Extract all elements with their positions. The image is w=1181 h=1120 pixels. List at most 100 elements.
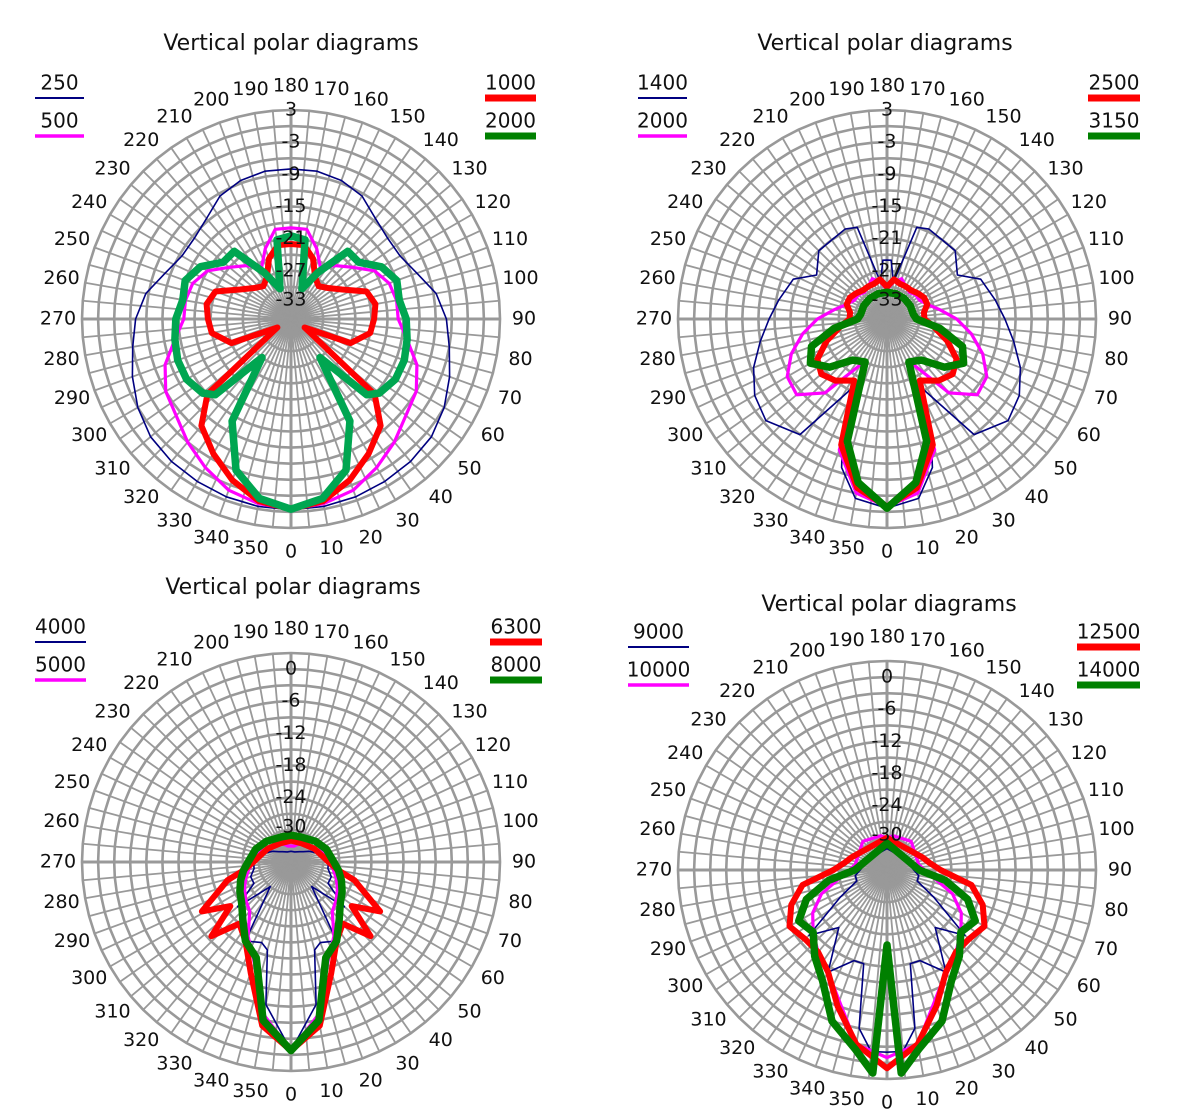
angle-tick-label: 40 (1025, 486, 1049, 508)
chart-title: Vertical polar diagrams (163, 31, 418, 56)
radial-gridline (888, 870, 1069, 976)
angle-tick-label: 70 (1094, 387, 1118, 409)
angle-tick-label: 160 (353, 632, 389, 654)
radial-gridline (684, 869, 885, 925)
angle-tick-label: 180 (273, 75, 309, 97)
angle-tick-label: 160 (353, 89, 389, 111)
angle-tick-label: 330 (156, 1052, 192, 1074)
radial-gridline (887, 871, 1008, 1042)
angle-tick-label: 0 (285, 541, 297, 563)
radial-gridline (94, 861, 290, 935)
angle-tick-label: 150 (389, 106, 425, 128)
radial-gridline (715, 870, 886, 991)
series-line-500 (163, 226, 419, 511)
series-line-14000 (795, 839, 979, 1077)
angle-tick-label: 30 (991, 1060, 1015, 1082)
radial-gridline (185, 680, 291, 861)
legend-label: 12500 (1077, 620, 1141, 644)
r-tick-label: -6 (878, 698, 897, 720)
angle-tick-label: 130 (451, 158, 487, 180)
radial-gridline (218, 665, 292, 861)
radial-gridline (291, 690, 412, 861)
angle-tick-label: 80 (508, 348, 532, 370)
r-tick-label: -33 (275, 288, 306, 310)
radial-gridline (726, 319, 886, 455)
radial-gridline (290, 659, 346, 860)
angle-tick-label: 170 (909, 78, 945, 100)
radial-gridline (291, 863, 427, 1023)
radial-gridline (185, 137, 291, 318)
legend-label: 2500 (1089, 71, 1140, 95)
radial-gridline (271, 321, 292, 528)
angle-tick-label: 220 (719, 680, 755, 702)
angle-tick-label: 210 (156, 106, 192, 128)
angle-tick-label: 180 (273, 618, 309, 640)
legend-entry-4000: 4000 (35, 615, 86, 643)
angle-tick-label: 260 (43, 267, 79, 289)
ring-gridline (241, 269, 341, 369)
radial-gridline (292, 170, 440, 318)
angle-tick-label: 200 (193, 632, 229, 654)
r-tick-label: -9 (282, 163, 301, 185)
radial-gridline (292, 713, 440, 861)
angle-tick-label: 300 (71, 424, 107, 446)
ring-gridline (80, 108, 502, 530)
legend-entry-1400: 1400 (637, 71, 688, 99)
radial-gridline (697, 319, 886, 409)
radial-gridline (887, 320, 993, 501)
angle-tick-label: 200 (789, 89, 825, 111)
angle-tick-label: 20 (955, 526, 979, 548)
radial-gridline (888, 319, 1059, 440)
radial-gridline (290, 321, 329, 525)
angle-tick-label: 170 (313, 78, 349, 100)
radial-gridline (292, 862, 473, 968)
r-tick-label: -30 (871, 823, 902, 845)
angle-tick-label: 320 (123, 1029, 159, 1051)
ring-gridline (161, 189, 421, 449)
angle-tick-label: 310 (690, 457, 726, 479)
ring-gridline (193, 221, 389, 417)
radial-gridline (142, 713, 290, 861)
ring-gridline (837, 820, 937, 920)
radial-gridline (797, 320, 887, 509)
radial-gridline (889, 850, 1096, 871)
ring-gridline (209, 780, 373, 944)
ring-gridline (177, 748, 405, 976)
legend-label: 3150 (1089, 109, 1140, 133)
angle-tick-label: 260 (639, 267, 675, 289)
angle-tick-label: 350 (232, 1080, 268, 1102)
ring-gridline (724, 156, 1050, 482)
radial-gridline (751, 320, 887, 480)
angle-tick-label: 60 (1077, 975, 1101, 997)
angle-tick-label: 70 (498, 387, 522, 409)
angle-tick-label: 50 (457, 457, 481, 479)
ring-gridline (837, 269, 937, 369)
angle-tick-label: 300 (667, 424, 703, 446)
angle-tick-label: 190 (828, 629, 864, 651)
angle-tick-label: 210 (752, 106, 788, 128)
angle-tick-label: 330 (156, 509, 192, 531)
angle-tick-label: 190 (232, 621, 268, 643)
angle-tick-label: 330 (752, 1060, 788, 1082)
angle-tick-label: 250 (54, 228, 90, 250)
angle-tick-label: 140 (423, 129, 459, 151)
ring-gridline (869, 301, 905, 337)
angle-tick-label: 240 (71, 191, 107, 213)
angle-tick-label: 350 (232, 537, 268, 559)
radial-gridline (291, 863, 412, 1034)
angle-tick-label: 150 (985, 657, 1021, 679)
radial-gridline (236, 864, 292, 1065)
radial-gridline (290, 864, 329, 1068)
r-tick-label: -30 (275, 815, 306, 837)
angle-tick-label: 70 (1094, 938, 1118, 960)
radial-gridline (119, 862, 290, 983)
radial-gridline (82, 318, 289, 339)
radial-gridline (130, 862, 290, 998)
ring-gridline (96, 667, 486, 1057)
radial-gridline (271, 653, 292, 860)
angle-tick-label: 310 (690, 1008, 726, 1030)
radial-gridline (253, 656, 292, 860)
chart-title: Vertical polar diagrams (757, 31, 1012, 56)
radial-gridline (888, 734, 1048, 870)
